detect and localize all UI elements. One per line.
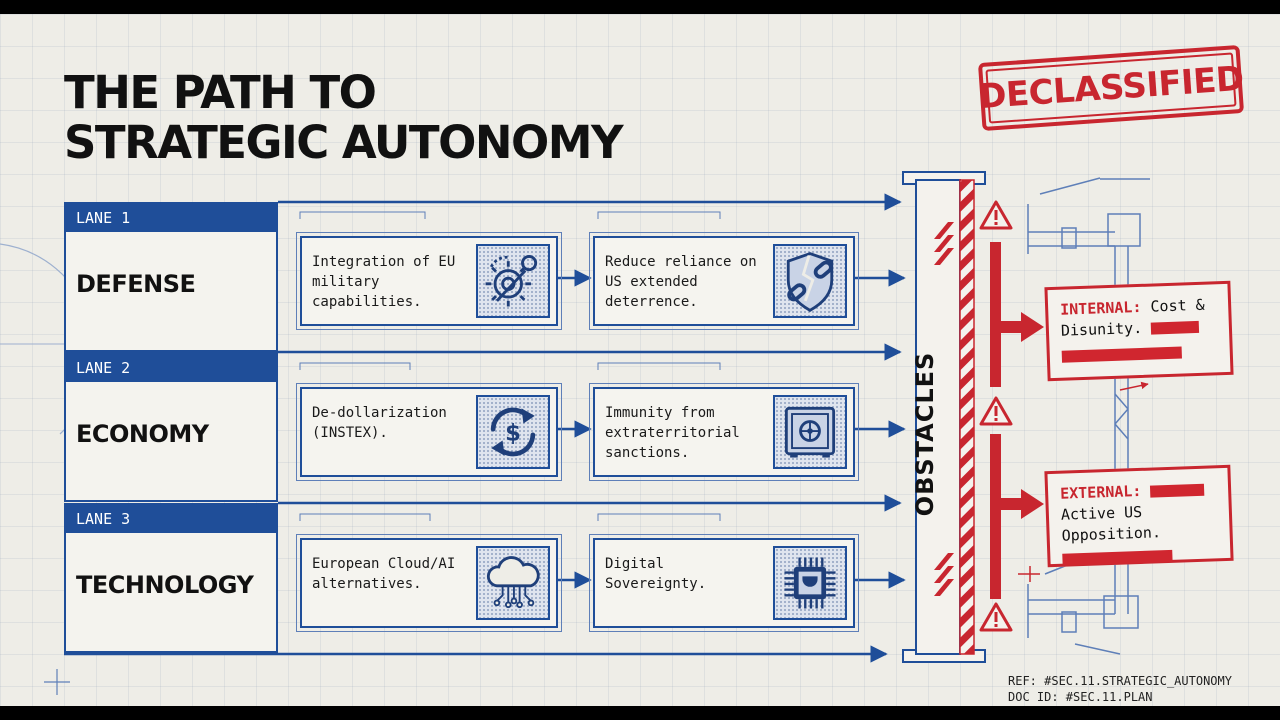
obstacles-label: OBSTACLES (911, 351, 939, 517)
step-card-defense-1: Integration of EU military capabilities. (296, 232, 562, 330)
redaction-bar (1062, 549, 1173, 566)
stamp-text: DECLASSIFIED (977, 58, 1245, 118)
step-text: Immunity from extraterritorial sanctions… (605, 405, 740, 461)
infographic-page: THE PATH TO STRATEGIC AUTONOMY DECLASSIF… (0, 14, 1280, 706)
svg-text:$: $ (505, 421, 521, 447)
lane-name: ECONOMY (76, 420, 209, 448)
step-card-technology-2: Digital Sovereignty. (589, 534, 859, 632)
dollar-cycle-icon: $ (476, 395, 550, 469)
cloud-network-icon (476, 546, 550, 620)
obstacle-internal: INTERNAL: Cost & Disunity. (1044, 280, 1234, 382)
lane-tag: LANE 1 (66, 204, 276, 232)
gear-tool-icon (476, 244, 550, 318)
step-card-technology-1: European Cloud/AI alternatives. (296, 534, 562, 632)
ref-line: REF: #SEC.11.STRATEGIC_AUTONOMY (1008, 674, 1232, 688)
step-text: European Cloud/AI alternatives. (312, 556, 456, 592)
step-card-economy-2: Immunity from extraterritorial sanctions… (589, 383, 859, 481)
lane-defense: LANE 1 DEFENSE (64, 202, 278, 352)
redaction-bar (1151, 320, 1200, 335)
title-line-2: STRATEGIC AUTONOMY (64, 116, 624, 169)
step-text: Integration of EU military capabilities. (312, 254, 456, 310)
step-card-defense-2: Reduce reliance on US extended deterrenc… (589, 232, 859, 330)
obstacle-text: Active US Opposition. (1060, 502, 1162, 545)
obstacle-external: EXTERNAL: Active US Opposition. (1044, 464, 1234, 568)
lane-technology: LANE 3 TECHNOLOGY (64, 503, 278, 653)
step-text: De-dollarization (INSTEX). (312, 405, 447, 441)
lane-name: TECHNOLOGY (76, 571, 254, 599)
page-title: THE PATH TO STRATEGIC AUTONOMY (64, 66, 624, 169)
step-card-economy-1: De-dollarization (INSTEX). $ (296, 383, 562, 481)
lane-tag: LANE 2 (66, 354, 276, 382)
obstacle-label: EXTERNAL: (1059, 481, 1142, 503)
title-line-1: THE PATH TO (64, 66, 377, 119)
lane-name: DEFENSE (76, 270, 196, 298)
step-text: Digital Sovereignty. (605, 556, 707, 592)
lane-economy: LANE 2 ECONOMY (64, 352, 278, 502)
diagram-lines (0, 171, 1150, 695)
obstacle-label: INTERNAL: (1059, 297, 1142, 319)
microchip-icon (773, 546, 847, 620)
step-text: Reduce reliance on US extended deterrenc… (605, 254, 757, 310)
doc-id-line: DOC ID: #SEC.11.PLAN (1008, 690, 1153, 704)
vault-safe-icon (773, 395, 847, 469)
shield-broken-chain-icon (773, 244, 847, 318)
lane-tag: LANE 3 (66, 505, 276, 533)
redaction-bar (1150, 483, 1205, 498)
document-reference: REF: #SEC.11.STRATEGIC_AUTONOMY DOC ID: … (1008, 673, 1232, 705)
redaction-bar (1061, 346, 1182, 363)
